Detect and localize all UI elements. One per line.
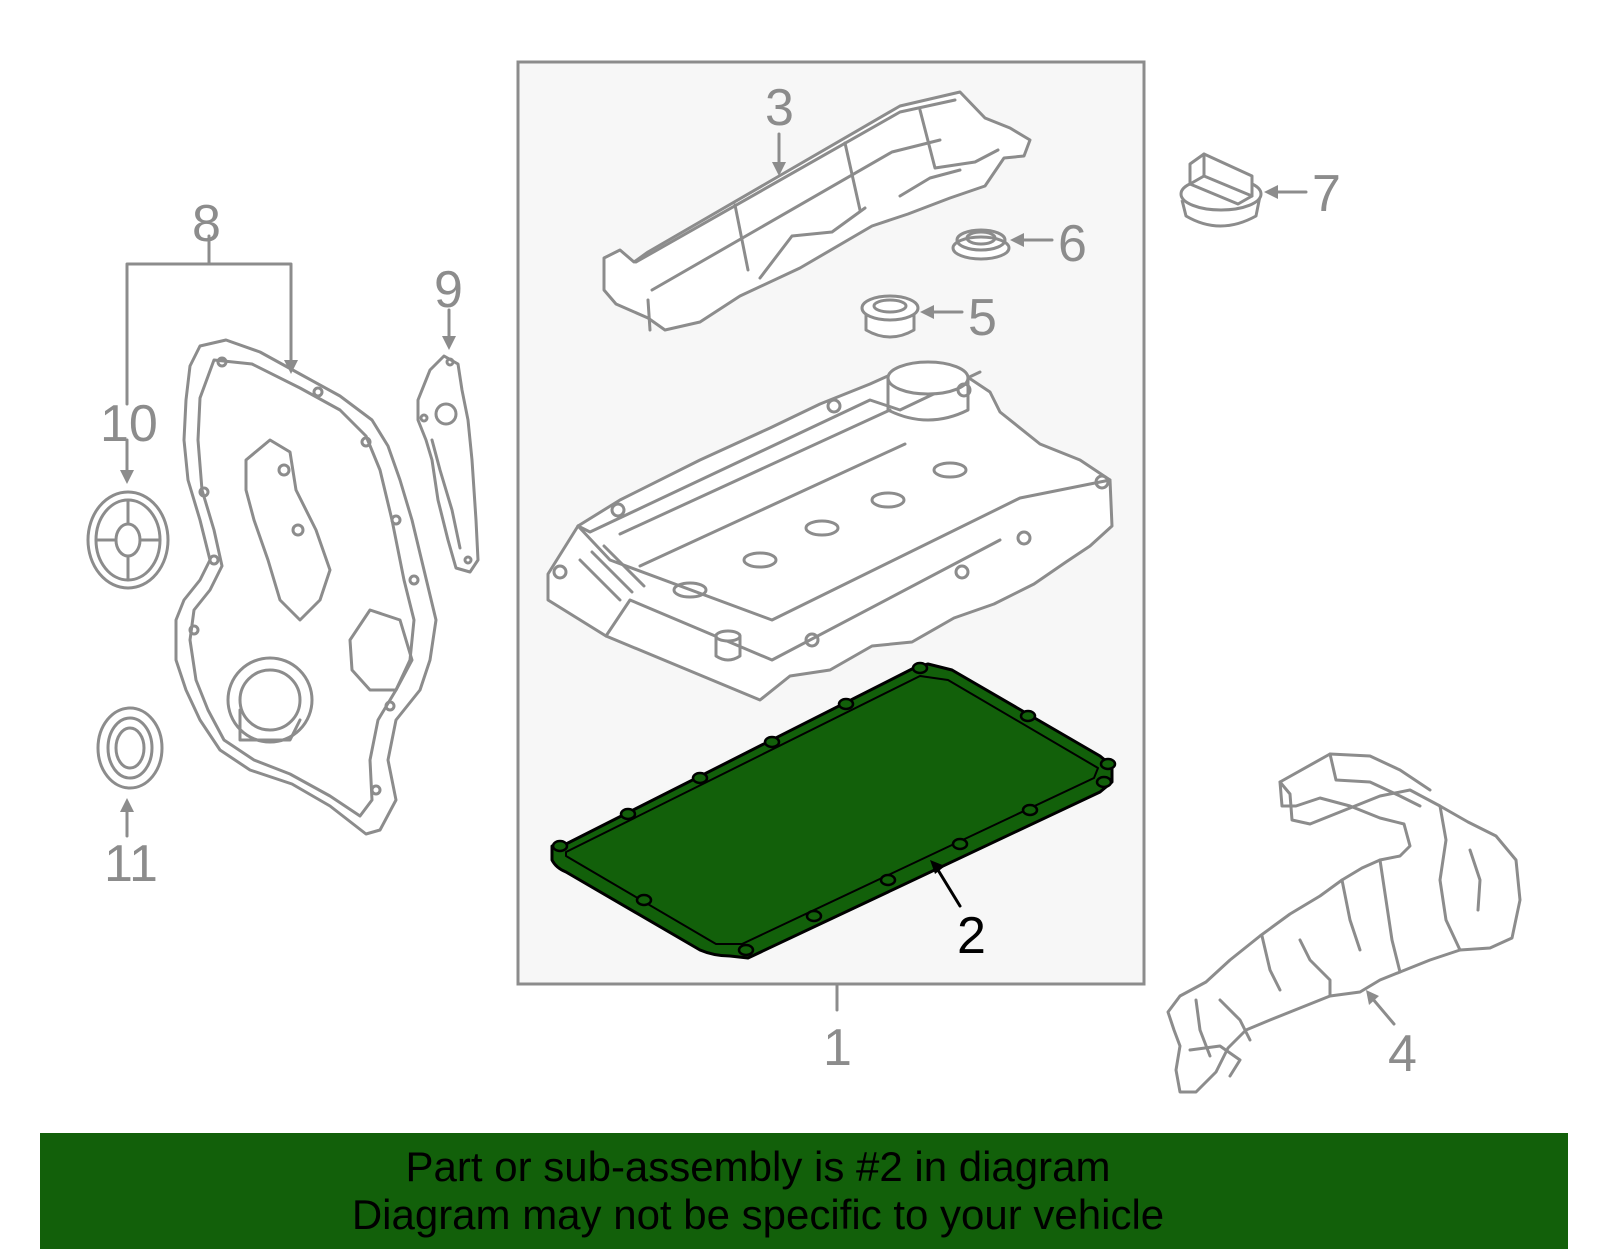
callout-10: 10	[100, 395, 158, 453]
part-7-oil-cap[interactable]	[1179, 152, 1263, 228]
callout-6: 6	[1058, 215, 1087, 273]
banner-line-2: Diagram may not be specific to your vehi…	[351, 1191, 1165, 1238]
callout-7: 7	[1312, 165, 1341, 223]
part-6-grommet[interactable]	[951, 228, 1011, 261]
part-8-timing-cover[interactable]	[174, 338, 438, 836]
callout-3: 3	[765, 79, 794, 137]
info-banner: Part or sub-assembly is #2 in diagram Di…	[40, 1133, 1568, 1249]
banner-line-1: Part or sub-assembly is #2 in diagram	[405, 1143, 1111, 1190]
callout-1: 1	[823, 1019, 852, 1077]
callout-11: 11	[104, 835, 158, 893]
callout-2: 2	[957, 907, 986, 965]
valve-cover[interactable]	[546, 360, 1114, 702]
part-9-gasket[interactable]	[416, 354, 480, 574]
part-2-gasket-highlighted[interactable]	[550, 661, 1117, 960]
part-4-guide-assembly[interactable]	[1166, 752, 1522, 1094]
callout-8: 8	[192, 195, 221, 253]
callout-4: 4	[1388, 1025, 1417, 1083]
part-10-seal[interactable]	[86, 490, 170, 590]
part-11-seal[interactable]	[96, 706, 164, 790]
part-3-upper-cover[interactable]	[602, 90, 1032, 332]
callout-9: 9	[434, 261, 463, 319]
part-5-seal[interactable]	[860, 294, 920, 339]
callout-5: 5	[968, 289, 997, 347]
